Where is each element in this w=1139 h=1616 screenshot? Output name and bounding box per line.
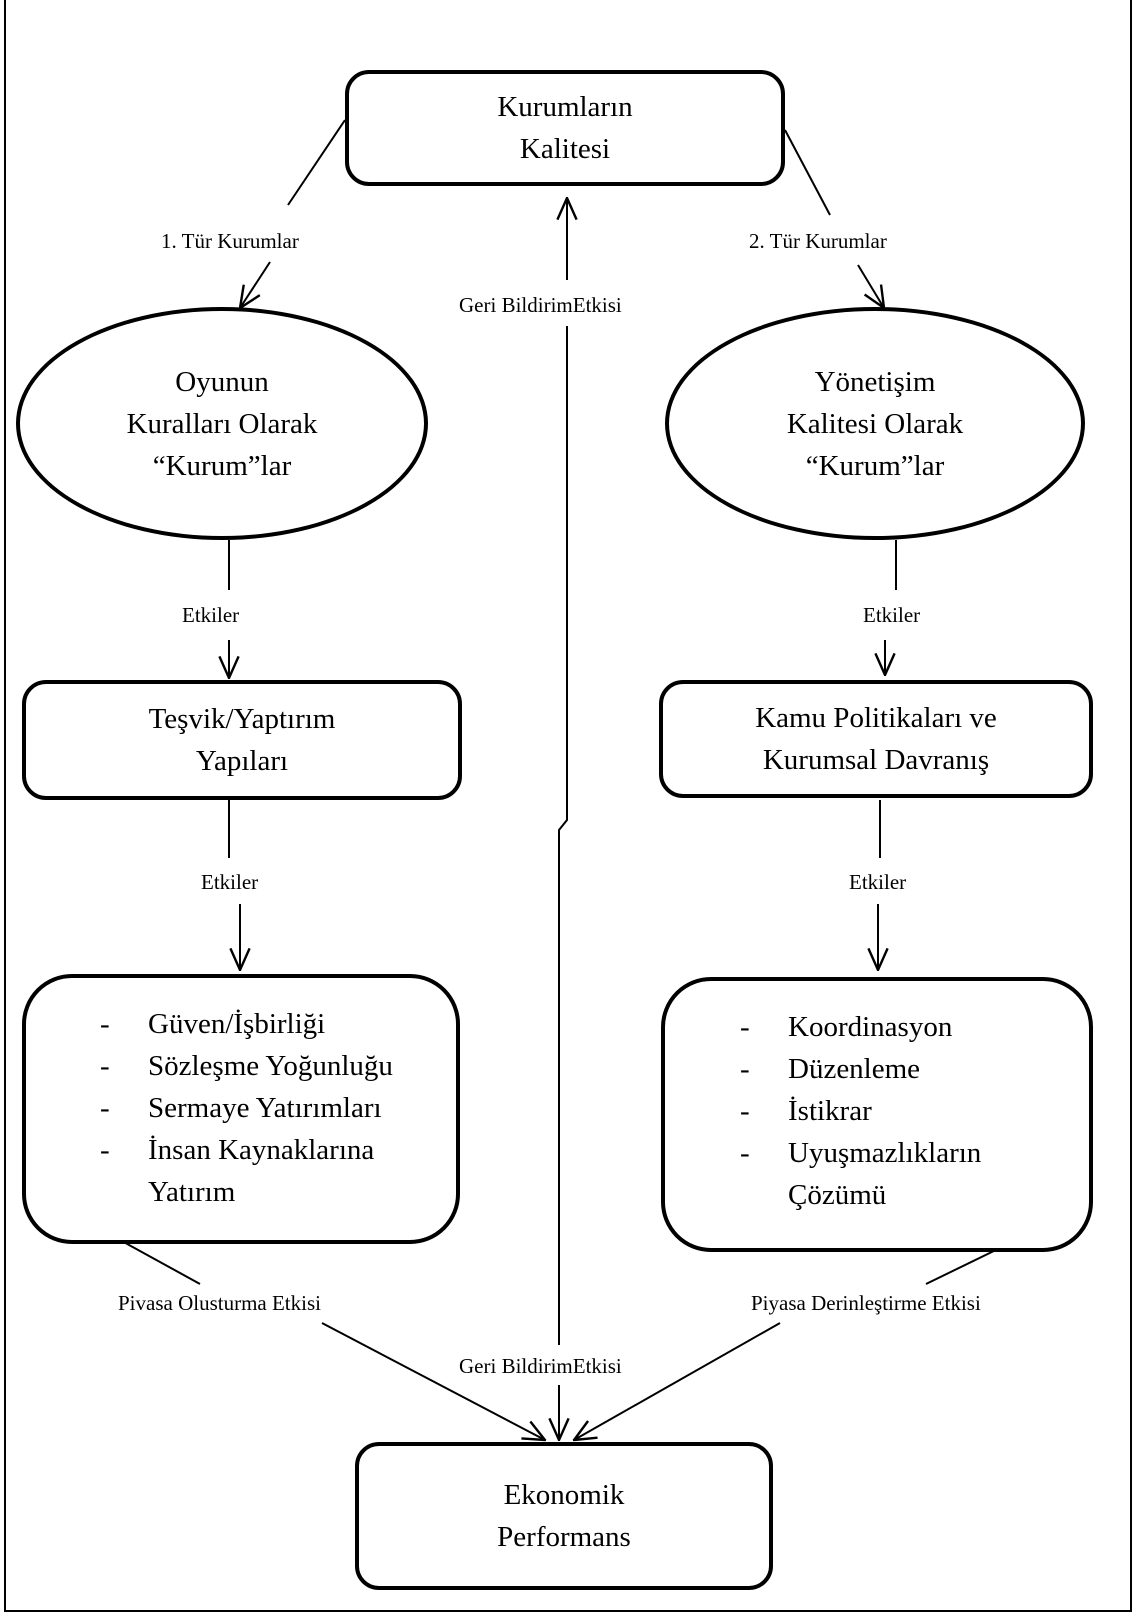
dash-marker: -	[100, 1092, 110, 1124]
right-branch-label: 2. Tür Kurumlar	[746, 228, 890, 254]
feedback-line	[558, 326, 568, 1345]
market-outcomes-left-box	[22, 974, 460, 1244]
list-item-text: Koordinasyon	[788, 1011, 953, 1043]
incentive-structures-label: Teşvik/Yaptırım Yapıları	[148, 703, 336, 777]
list-item-continuation: Çözümü	[788, 1179, 887, 1211]
effect-label-right-1: Etkiler	[860, 602, 924, 628]
list-item-text: Sözleşme Yoğunluğu	[148, 1050, 393, 1082]
list-item: - Uyuşmazlıkların	[740, 1132, 981, 1174]
list-item-text: Uyuşmazlıkların	[788, 1137, 982, 1169]
dash-marker: -	[100, 1008, 110, 1040]
dash-marker: -	[740, 1053, 750, 1085]
dash-marker: -	[740, 1011, 750, 1043]
effect-label-left-2: Etkiler	[198, 869, 262, 895]
feedback-label-bottom: Geri BildirimEtkisi	[456, 1353, 625, 1379]
list-item: - İnsan Kaynaklarına	[100, 1129, 393, 1171]
feedback-label-top: Geri BildirimEtkisi	[456, 292, 625, 318]
effect-label-left-1: Etkiler	[172, 602, 250, 628]
institution-quality-box: Kurumların Kalitesi	[345, 70, 785, 186]
public-policy-box: Kamu Politikaları ve Kurumsal Davranış	[659, 680, 1093, 798]
institution-quality-label: Kurumların Kalitesi	[497, 91, 633, 165]
left-outcomes-list: - Güven/İşbirliği - Sözleşme Yoğunluğu - Se…	[100, 1003, 393, 1213]
effect-label-right-2: Etkiler	[846, 869, 910, 895]
arrow-to-left-ellipse	[240, 261, 271, 308]
governance-quality-label: Yönetişim Kalitesi Olarak “Kurum”lar	[786, 365, 964, 482]
list-item: - Sözleşme Yoğunluğu	[100, 1045, 393, 1087]
dash-marker: -	[740, 1095, 750, 1127]
economic-performance-label: Ekonomik Performans	[497, 1479, 631, 1553]
line-top-to-left-upper	[287, 119, 346, 206]
market-creation-label: Pivasa Olusturma Etkisi	[115, 1290, 324, 1316]
economic-performance-box: Ekonomik Performans	[355, 1442, 773, 1590]
incentive-structures-box: Teşvik/Yaptırım Yapıları	[22, 680, 462, 800]
market-outcomes-right-box	[661, 977, 1093, 1252]
list-item-text: Güven/İşbirliği	[148, 1008, 326, 1040]
list-item: - Sermaye Yatırımları	[100, 1087, 393, 1129]
list-item: - Güven/İşbirliği	[100, 1003, 393, 1045]
arrow-to-right-ellipse	[857, 264, 884, 308]
arrow-left-market	[321, 1322, 545, 1440]
diagram-frame	[4, 0, 1132, 1612]
public-policy-label: Kamu Politikaları ve Kurumsal Davranış	[755, 702, 997, 776]
left-branch-label: 1. Tür Kurumlar	[158, 228, 302, 254]
dash-marker: -	[100, 1134, 110, 1166]
right-outcomes-list: - Koordinasyon - Düzenleme - İstikrar - Uyuş…	[740, 1006, 981, 1216]
arrow-right-market	[574, 1322, 781, 1440]
line-top-to-right-upper	[784, 129, 831, 216]
line-left-list-to-label	[119, 1239, 201, 1285]
list-item-text: İstikrar	[788, 1095, 872, 1127]
dash-marker: -	[740, 1137, 750, 1169]
line-right-list-to-label	[925, 1247, 1001, 1285]
list-item: - Koordinasyon	[740, 1006, 981, 1048]
rules-of-game-label: Oyunun Kuralları Olarak “Kurum”lar	[126, 365, 318, 482]
list-item-text: İnsan Kaynaklarına	[148, 1134, 375, 1166]
list-item-continuation: Yatırım	[148, 1176, 236, 1208]
list-item: - Düzenleme	[740, 1048, 981, 1090]
list-item: - İstikrar	[740, 1090, 981, 1132]
governance-quality-ellipse: Yönetişim Kalitesi Olarak “Kurum”lar	[665, 307, 1085, 540]
rules-of-game-ellipse: Oyunun Kuralları Olarak “Kurum”lar	[16, 307, 428, 540]
list-item-text: Sermaye Yatırımları	[148, 1092, 382, 1124]
market-deepening-label: Piyasa Derinleştirme Etkisi	[748, 1290, 984, 1316]
list-item-text: Düzenleme	[788, 1053, 921, 1085]
dash-marker: -	[100, 1050, 110, 1082]
